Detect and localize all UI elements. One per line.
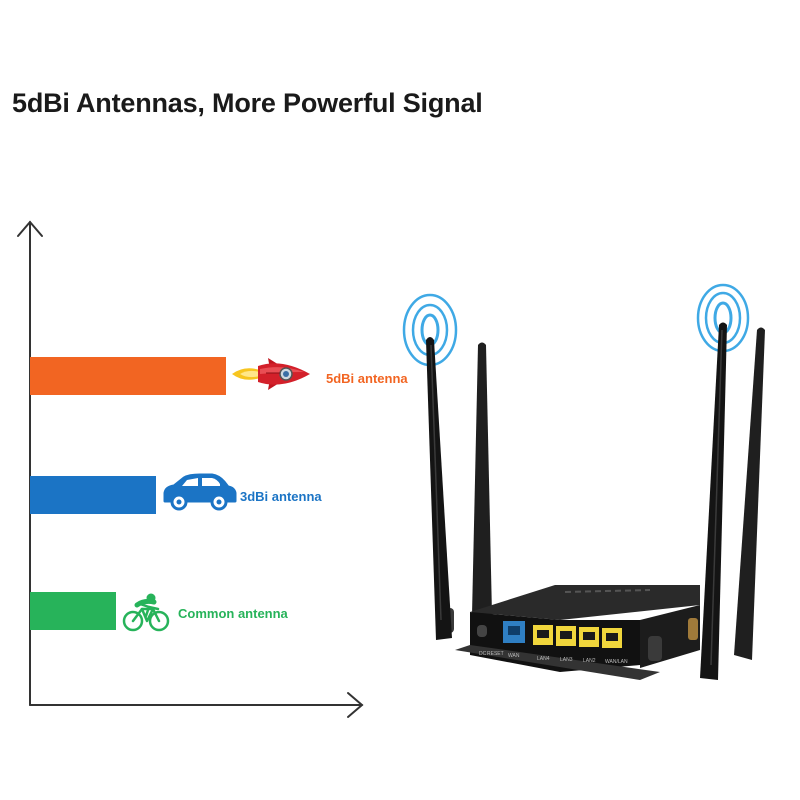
cyclist-icon (122, 593, 170, 632)
router-image: DC RESET WAN LAN4 LAN3 LAN2 WAN/LAN (426, 322, 765, 680)
antenna-front-right (700, 322, 727, 680)
rocket-icon (232, 358, 310, 390)
label-3dbi: 3dBi antenna (240, 489, 322, 504)
car-icon (163, 473, 237, 511)
bar-5dbi (30, 357, 226, 395)
label-common: Common antenna (178, 606, 288, 621)
antenna-back-right (734, 327, 765, 660)
y-axis-arrow (17, 220, 43, 237)
port-label-dc: DC (479, 651, 487, 657)
port-label-wan: WAN (508, 653, 520, 659)
port-label-lan4: LAN4 (537, 656, 550, 662)
bar-common (30, 592, 116, 630)
axes (17, 220, 364, 718)
dc-port (477, 625, 487, 637)
bar-3dbi (30, 476, 156, 514)
port-label-wanlan: WAN/LAN (605, 659, 628, 665)
antenna-front-left (426, 337, 452, 640)
router-top (470, 585, 700, 620)
port-label-reset: RESET (487, 651, 504, 657)
port-label-lan3: LAN3 (560, 657, 573, 663)
x-axis-arrow (347, 692, 364, 718)
label-5dbi: 5dBi antenna (326, 371, 408, 386)
port-label-lan2: LAN2 (583, 658, 596, 664)
antenna-back-left (472, 342, 492, 615)
headline: 5dBi Antennas, More Powerful Signal (12, 88, 483, 118)
